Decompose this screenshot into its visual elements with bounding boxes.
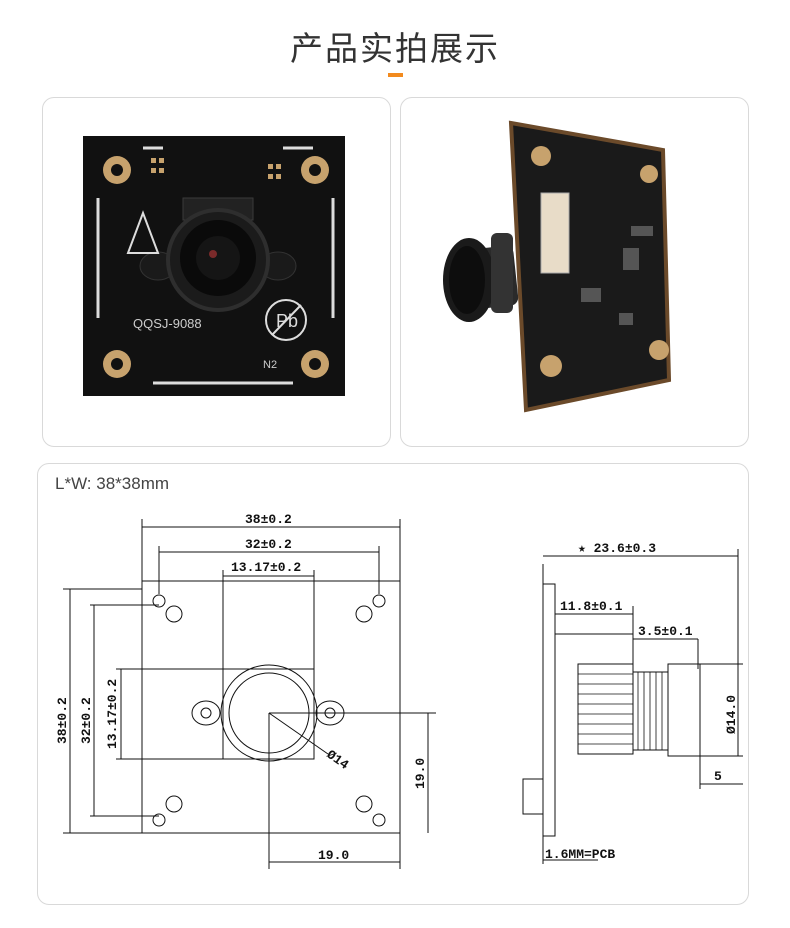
dim-height-outer: 38±0.2: [55, 697, 70, 744]
dim-lens-diameter: Ø14: [324, 747, 352, 773]
dimensions-label: L*W: 38*38mm: [55, 474, 170, 493]
dim-height-holes: 32±0.2: [79, 697, 94, 744]
dim-total-height: ★ 23.6±0.3: [578, 541, 656, 556]
connector: [540, 192, 570, 274]
lead-free-icon: [265, 299, 307, 341]
front-board-photo: QQSJ-9088 Pb N2: [83, 136, 345, 396]
dim-lens-holder-height: 11.8±0.1: [560, 599, 623, 614]
n2-mark: N2: [263, 359, 277, 371]
logo-triangle: [126, 210, 160, 254]
dim-lens-collar: 3.5±0.1: [638, 624, 693, 639]
dim-pcb-thickness: 1.6MM=PCB: [545, 847, 615, 862]
side-board-photo: [443, 120, 672, 413]
title-accent-bar: [388, 73, 403, 77]
dim-lens-tip: 5: [714, 769, 722, 784]
front-photo-card: QQSJ-9088 Pb N2: [42, 97, 391, 447]
dim-width-outer: 38±0.2: [245, 512, 292, 527]
dim-side-lens-diameter: Ø14.0: [724, 695, 739, 734]
dimension-drawing-card: L*W: 38*38mm: [37, 463, 749, 905]
lens-barrel: [443, 233, 519, 322]
page-title: 产品实拍展示: [290, 29, 500, 68]
dim-offset-y: 19.0: [413, 758, 428, 789]
lens: [139, 197, 297, 312]
dim-offset-x: 19.0: [318, 848, 349, 863]
dim-width-holes: 32±0.2: [245, 537, 292, 552]
dim-width-lens-mount: 13.17±0.2: [231, 560, 301, 575]
side-photo-card: [400, 97, 749, 447]
dimension-drawing: 38±0.2 32±0.2 13.17±0.2 38±0.2 32±0.2 13…: [55, 512, 743, 869]
board-outline: [141, 580, 401, 834]
dim-height-lens-mount: 13.17±0.2: [105, 679, 120, 749]
board-model-text: QQSJ-9088: [133, 316, 202, 331]
mounting-holes: [531, 146, 669, 377]
